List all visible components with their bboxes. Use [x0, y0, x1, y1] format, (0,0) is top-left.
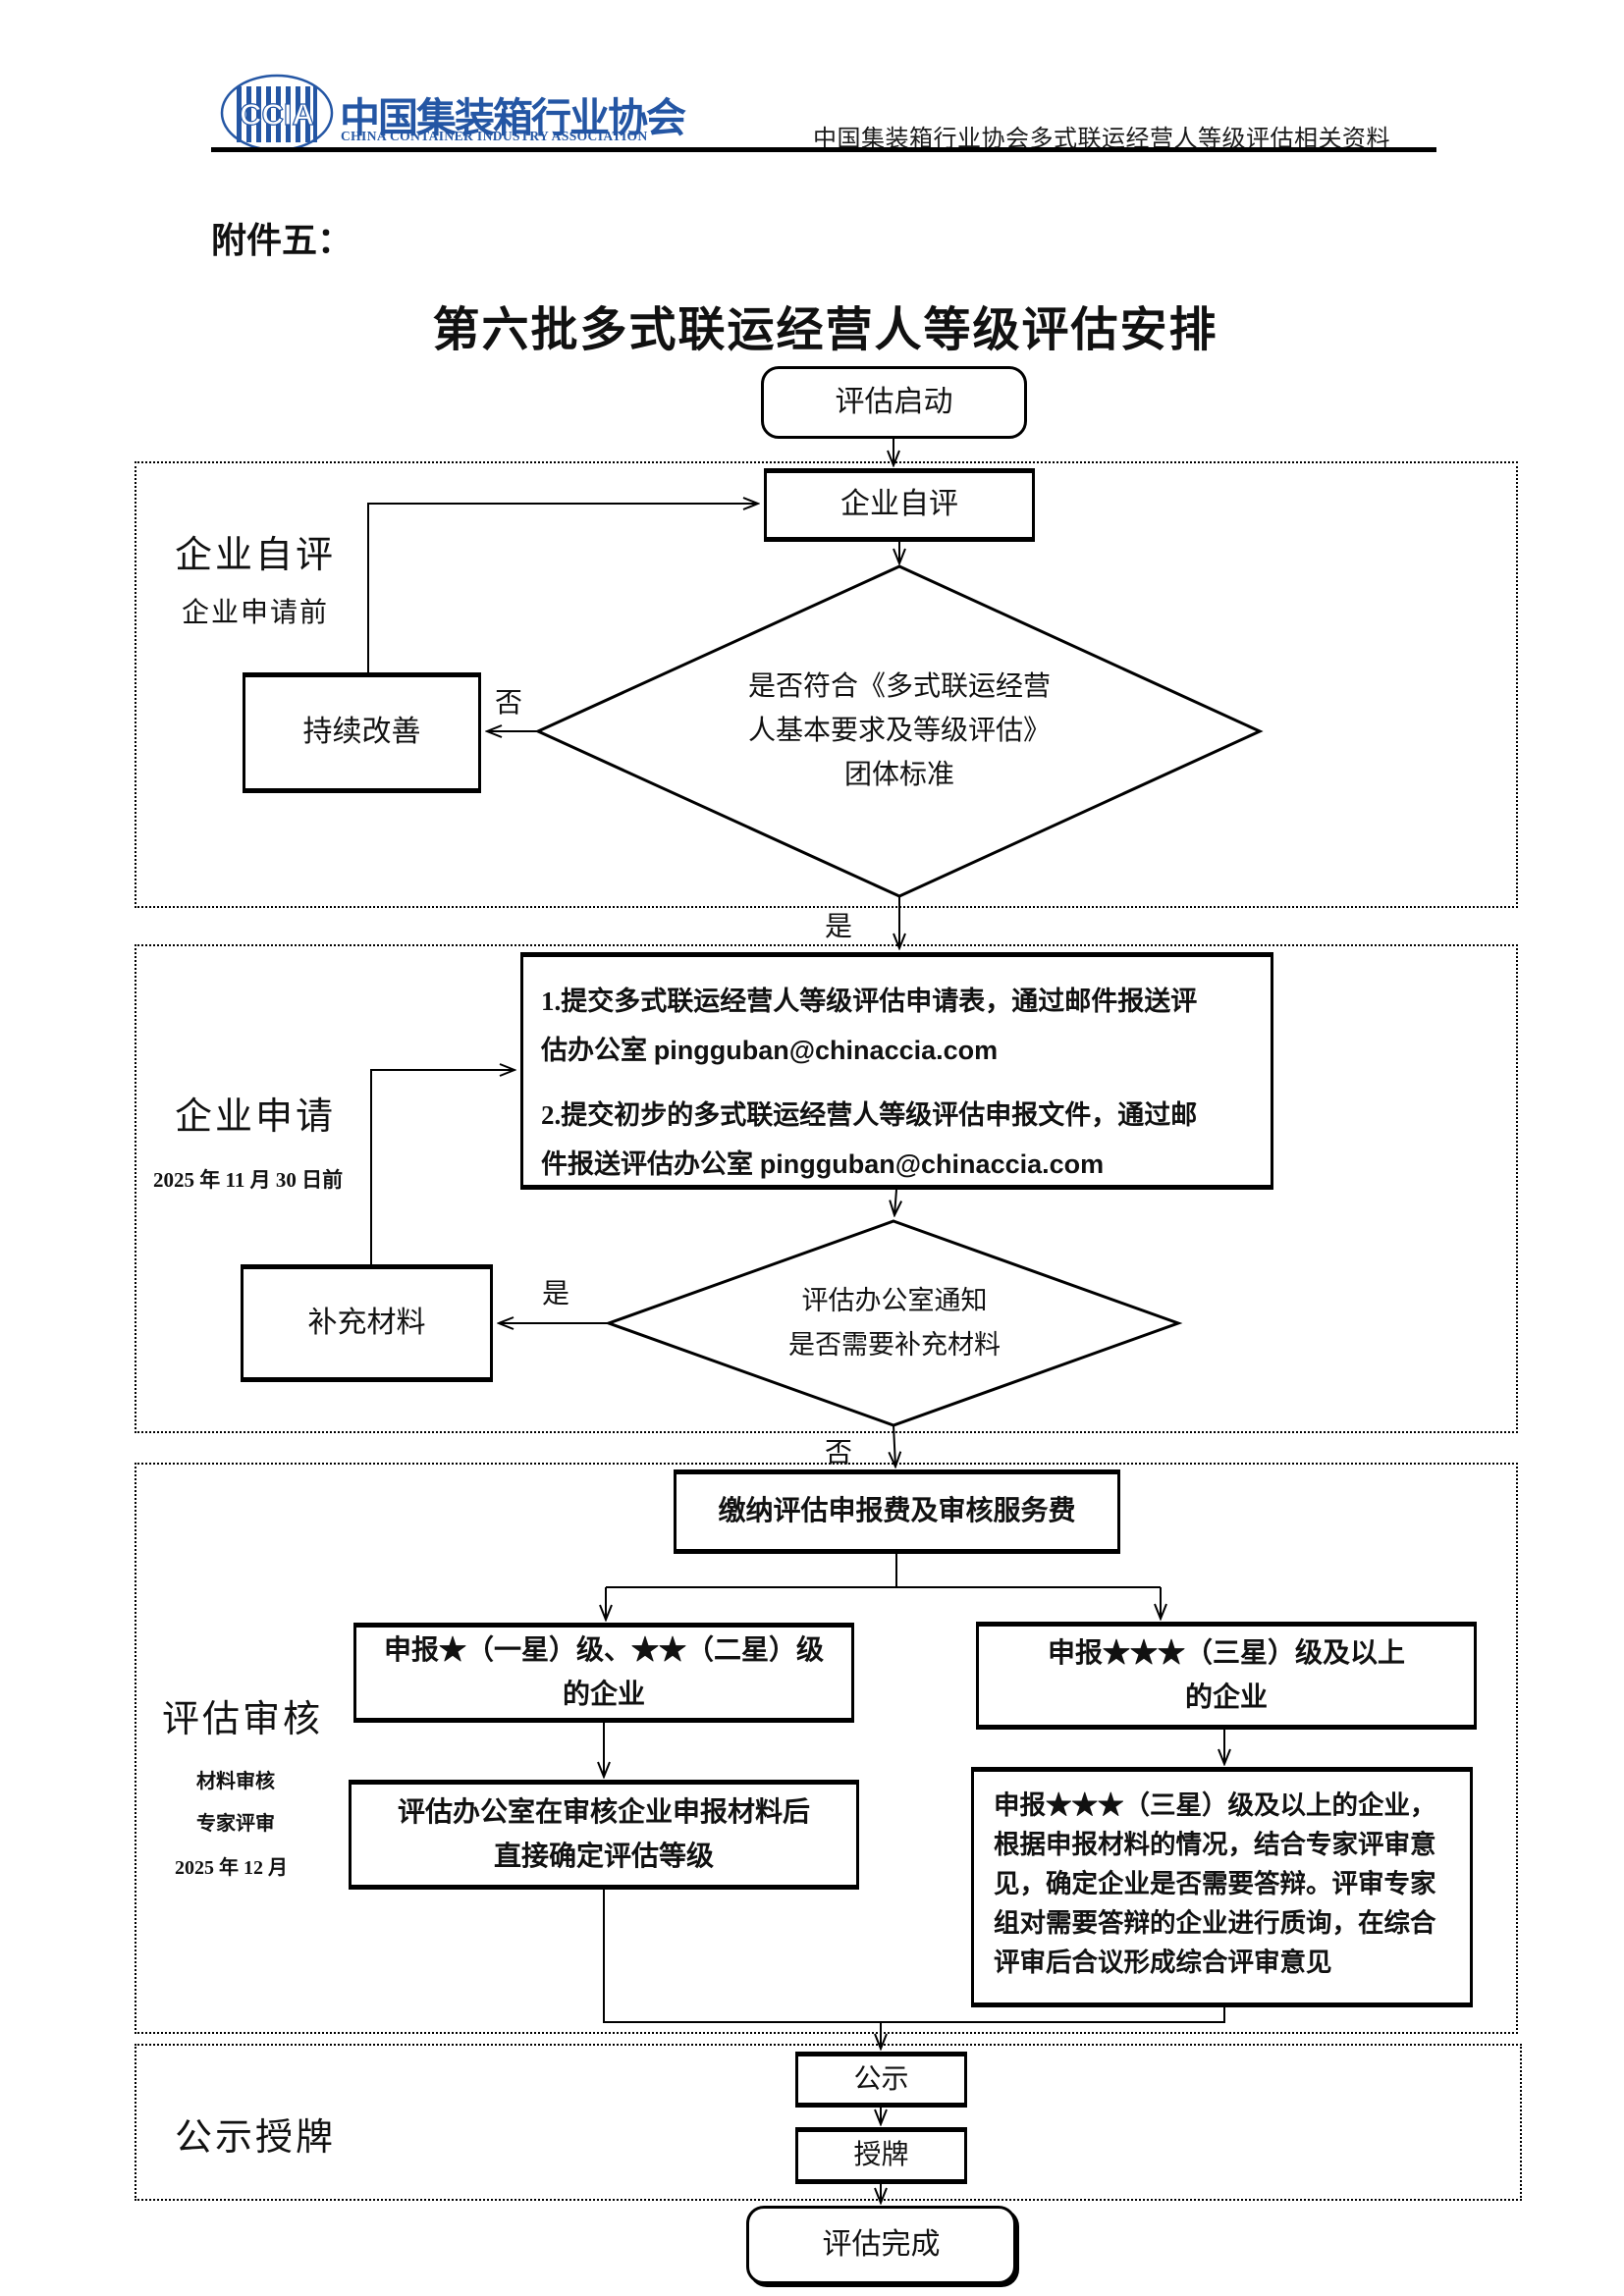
edge-label-no-2: 否 [825, 1438, 853, 1468]
edge-label-yes-1: 是 [825, 912, 853, 942]
edge-label-yes-2: 是 [542, 1279, 570, 1309]
decision1-text: 是否符合《多式联运经营 人基本要求及等级评估》 团体标准 [747, 671, 1051, 790]
apply-item-2-text: 2.提交初步的多式联运经营人等级评估申报文件，通过邮 件报送评估办公室 [541, 1100, 1198, 1179]
container-bars-icon [237, 86, 317, 142]
apply-email-2: pingguban@chinaccia.com [759, 1149, 1105, 1179]
node-direct-grade: 评估办公室在审核企业申报材料后 直接确定评估等级 [349, 1780, 859, 1890]
node-end: 评估完成 [746, 2206, 1016, 2284]
decision2-text: 评估办公室通知 是否需要补充材料 [788, 1286, 1001, 1360]
node-star12: 申报★（一星）级、★★（二星）级 的企业 [353, 1623, 854, 1723]
node-apply: 1.提交多式联运经营人等级评估申请表，通过邮件报送评 估办公室 pingguba… [520, 952, 1273, 1190]
logo-acronym: CCIA [240, 97, 314, 132]
arrow-supplement-to-apply [370, 1070, 514, 1264]
section-label-application: 企业申请 [175, 1096, 337, 1138]
section-sub-review-1: 材料审核 [196, 1771, 275, 1792]
section-self-assess [135, 461, 1518, 908]
section-sub-self-assess: 企业申请前 [182, 598, 330, 628]
node-expert-review: 申报★★★（三星）级及以上的企业， 根据申报材料的情况，结合专家评审意 见，确定… [971, 1767, 1473, 2007]
page-title: 第六批多式联运经营人等级评估安排 [432, 304, 1218, 356]
line-merge [603, 1890, 1225, 2023]
header-rule [211, 147, 1436, 152]
ccia-logo-icon: CCIA [220, 74, 334, 152]
section-label-publicity: 公示授牌 [175, 2117, 337, 2159]
node-supplement: 补充材料 [241, 1264, 493, 1382]
node-notice: 公示 [795, 2052, 967, 2108]
logo-name-cn: 中国集装箱行业协会 [340, 95, 686, 140]
apply-item-1-text: 1.提交多式联运经营人等级评估申请表，通过邮件报送评 估办公室 [541, 987, 1198, 1065]
decision1-diamond [534, 564, 1264, 898]
section-review [135, 1463, 1518, 2034]
node-self-eval: 企业自评 [764, 468, 1035, 542]
section-sub-review-3: 2025 年 12 月 [175, 1857, 288, 1879]
apply-email-1: pingguban@chinaccia.com [653, 1036, 999, 1065]
node-star3: 申报★★★（三星）级及以上 的企业 [976, 1622, 1477, 1730]
section-sub-application: 2025 年 11 月 30 日前 [153, 1168, 344, 1192]
arrow-improve-to-selfeval [367, 504, 758, 672]
node-pay: 缴纳评估申报费及审核服务费 [674, 1469, 1120, 1554]
logo-name-en: CHINA CONTAINER INDUSTRY ASSOCIATION [341, 129, 648, 143]
node-award: 授牌 [795, 2127, 967, 2184]
apply-item-1: 1.提交多式联运经营人等级评估申请表，通过邮件报送评 估办公室 pingguba… [541, 977, 1257, 1075]
section-sub-review-2: 专家评审 [196, 1813, 275, 1835]
section-publicity [135, 2044, 1522, 2201]
apply-item-2: 2.提交初步的多式联运经营人等级评估申报文件，通过邮 件报送评估办公室 ping… [541, 1091, 1257, 1189]
section-label-review: 评估审核 [162, 1699, 324, 1740]
node-improve: 持续改善 [243, 672, 481, 793]
node-start: 评估启动 [761, 366, 1027, 439]
section-application [135, 944, 1518, 1433]
section-label-self-assess: 企业自评 [175, 535, 337, 576]
edge-label-no-1: 否 [495, 688, 523, 719]
decision2-diamond [604, 1219, 1183, 1427]
arrow-apply-to-decision2 [894, 1189, 896, 1215]
attachment-label: 附件五： [211, 221, 353, 260]
arrow-decision2-no-to-pay [893, 1424, 895, 1467]
